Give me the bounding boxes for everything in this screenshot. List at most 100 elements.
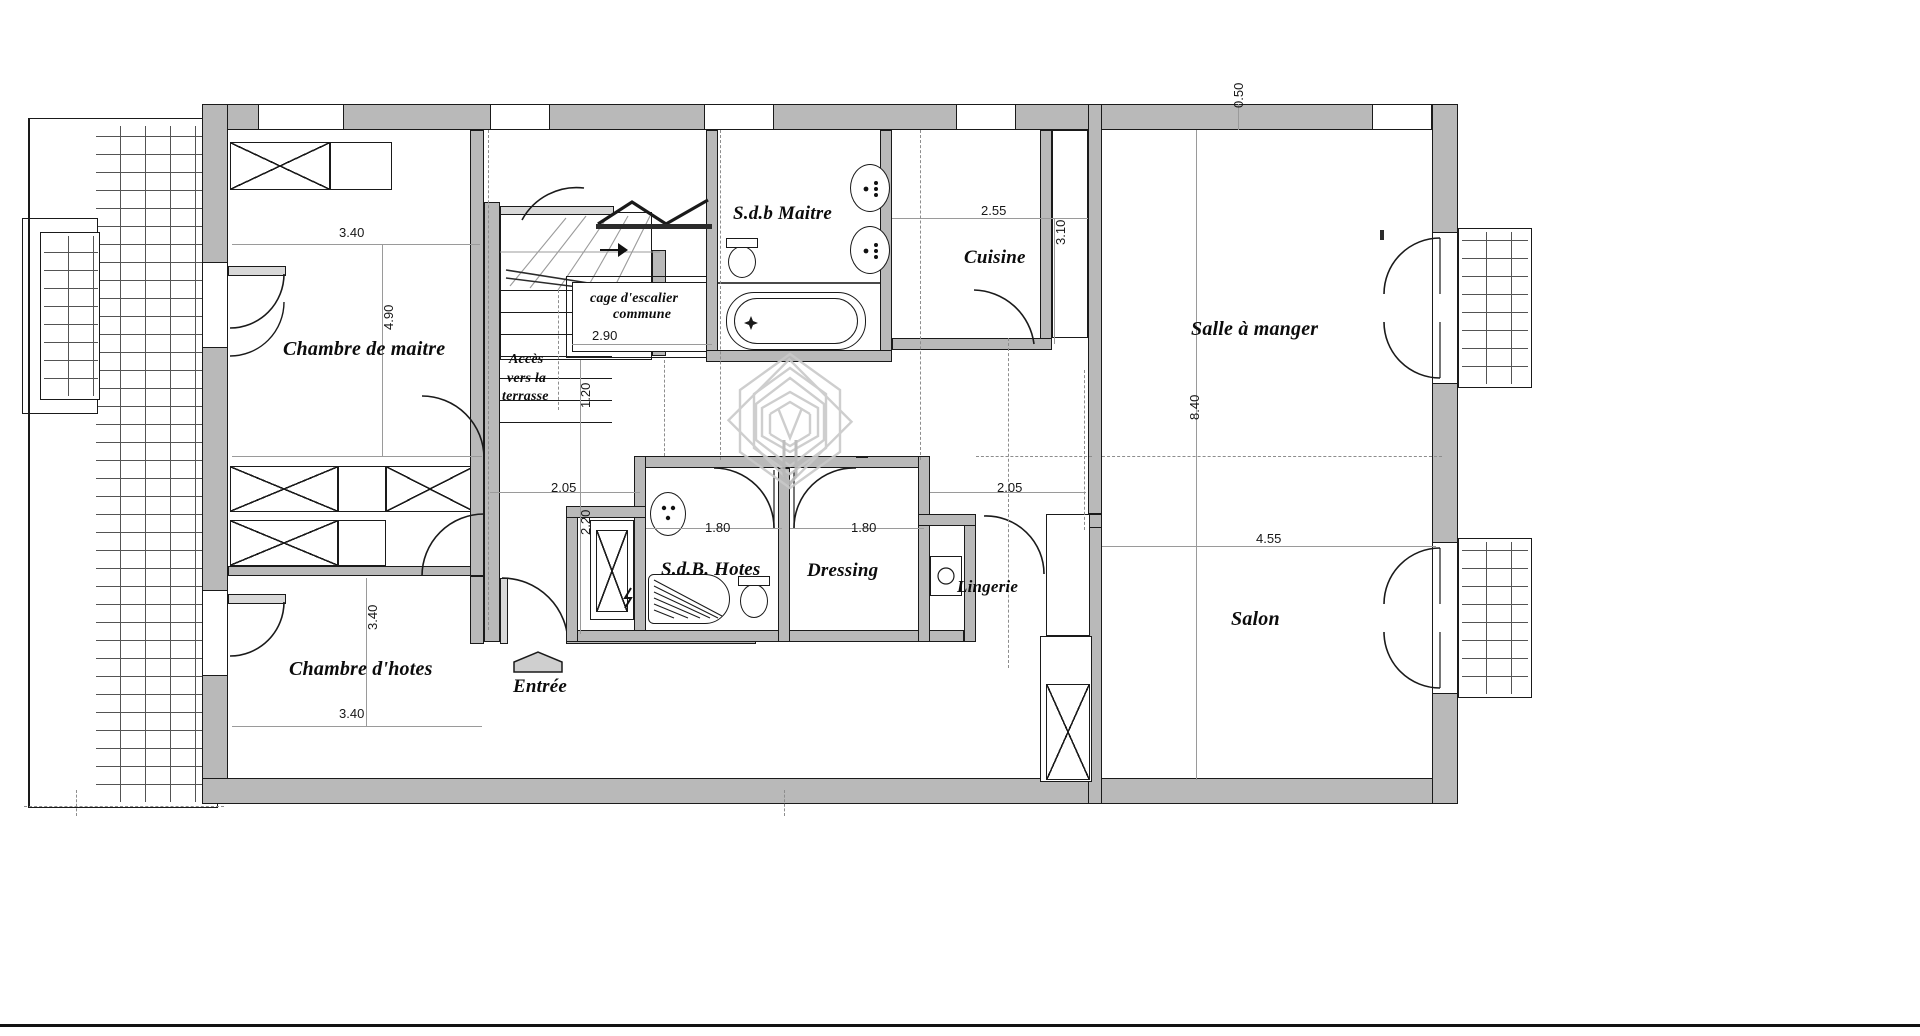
door-leaf-master-terrace [228, 266, 286, 276]
wall-cuisine-right [1040, 130, 1052, 346]
salon-niche [1046, 514, 1090, 636]
terrace-left-edge [28, 118, 30, 808]
window-top-5 [1372, 104, 1432, 130]
door-leaf-stair-top [500, 206, 614, 215]
terrace-bay-hatch [44, 236, 98, 396]
dimension-chambre-hotes-height: 3.40 [365, 604, 380, 630]
stair-direction-arrow [600, 243, 628, 257]
dimline-wall-thickness [1238, 104, 1239, 130]
axis-line-8 [1008, 338, 1009, 668]
watermark-monogram-icon [726, 352, 854, 490]
door-swing-master-terrace-2 [229, 301, 285, 357]
dimline-guest-bottom [232, 726, 482, 727]
window-left-bedroom-master [202, 262, 228, 348]
closet-top-left [230, 142, 330, 190]
door-swing-guest-hall [421, 513, 485, 577]
dimline-guest-height [366, 578, 367, 726]
exterior-wall-top [202, 104, 1458, 130]
util-cupboard-x [596, 530, 628, 612]
dimline-corridor-vert [580, 360, 581, 494]
dimline-master-bottom [232, 456, 482, 457]
exterior-wall-right [1432, 104, 1458, 804]
bay-window-dining-hatch [1462, 232, 1528, 384]
wall-mid-right [918, 456, 930, 642]
room-label-chambre-de-maitre: Chambre de maitre [283, 338, 446, 360]
wall-lingerie-top [918, 514, 976, 526]
ext-line-bottom-2 [24, 806, 224, 807]
toilet-maitre-bowl [728, 246, 756, 278]
stair-tread [500, 400, 612, 402]
sink-maitre-upper [850, 164, 890, 212]
window-right-dining [1432, 232, 1458, 384]
wall-util-left [566, 506, 578, 642]
toilet-hotes-cistern [738, 576, 770, 586]
room-label-entree: Entrée [513, 676, 567, 697]
dimline-cuisine-h [1054, 218, 1055, 344]
door-leaf-sdb-maitre-head [596, 224, 712, 229]
dimension-couloir-right: 2.05 [997, 480, 1023, 495]
room-label-acces-line2: vers la [507, 371, 547, 386]
dimension-sdb-hotes-width: 1.80 [705, 520, 731, 535]
stair-tread [500, 422, 612, 424]
dimline-sdb-hotes-w [646, 528, 782, 529]
dimension-couloir-left: 2.05 [551, 480, 577, 495]
window-right-salon [1432, 542, 1458, 694]
exterior-wall-bottom [202, 778, 1458, 804]
window-top-2 [490, 104, 550, 130]
wall-cuisine-bottom [892, 338, 1052, 350]
salon-closet-x [1046, 684, 1090, 780]
axis-line-4 [920, 130, 921, 460]
wall-sdb-maitre-divider [718, 282, 880, 284]
sink-maitre-lower [850, 226, 890, 274]
util-valve-icon [623, 587, 633, 609]
door-swing-stair-top [521, 186, 585, 221]
shower-hotes-spray [653, 579, 723, 619]
dimension-cuisine-width: 2.55 [981, 203, 1007, 218]
dimension-chambre-hotes-width: 3.40 [339, 706, 365, 721]
dimline-master-height [382, 244, 383, 456]
closet-mid-left-c-ext [338, 520, 386, 566]
wall-sdb-maitre-left [706, 130, 718, 360]
dimension-dressing-width: 1.80 [851, 520, 877, 535]
dimline-corridor-left [490, 492, 640, 493]
dimline-dressing-w [790, 528, 924, 529]
wall-corridor-right-upper [856, 456, 868, 458]
dimension-chambre-maitre-width: 3.40 [339, 225, 365, 240]
wall-mid-bottom [566, 630, 964, 642]
partition-bedroom-right-lower [470, 576, 484, 644]
bathtub-maitre-inner [734, 298, 858, 344]
dimline-master-width [232, 244, 480, 245]
stair-tread [500, 356, 612, 358]
dimension-salon-width: 4.55 [1256, 531, 1282, 546]
stair-tread [500, 312, 612, 314]
door-swing-guest-terrace [229, 601, 285, 657]
bathtub-drain-icon [744, 316, 758, 330]
window-top-4 [956, 104, 1016, 130]
axis-line-2 [664, 360, 665, 456]
dimline-sejour-h [1196, 130, 1197, 780]
closet-mid-left-b [386, 466, 474, 512]
dimension-cage-escalier: 2.90 [592, 328, 618, 343]
door-swing-sdb-hotes [713, 467, 775, 529]
door-swing-entree [501, 577, 569, 645]
cage-escalier-box-inner [572, 282, 712, 352]
dimension-sejour-height: 8.40 [1187, 394, 1202, 420]
stair-tread [500, 334, 612, 336]
door-leaf-guest-terrace [228, 594, 286, 604]
room-label-acces-line3: terrasse [502, 389, 549, 404]
room-label-cuisine: Cuisine [964, 247, 1026, 268]
window-top-1 [258, 104, 344, 130]
room-label-sdb-hotes: S.d.B. Hotes [661, 559, 761, 580]
door-swing-salon-bay-top [1383, 547, 1441, 605]
closet-mid-left-a [230, 466, 338, 512]
stair-tread [500, 378, 612, 380]
stair-wall-left [484, 202, 500, 642]
partition-bedroom-right [470, 130, 484, 576]
room-label-cage-escalier-line1: cage d'escalier [590, 291, 679, 306]
dimension-chambre-maitre-height: 4.90 [381, 304, 396, 330]
bay-jamb-dining [1380, 230, 1384, 240]
door-swing-master-terrace [229, 273, 285, 329]
door-swing-cuisine [973, 289, 1035, 345]
room-label-salon: Salon [1231, 608, 1280, 630]
